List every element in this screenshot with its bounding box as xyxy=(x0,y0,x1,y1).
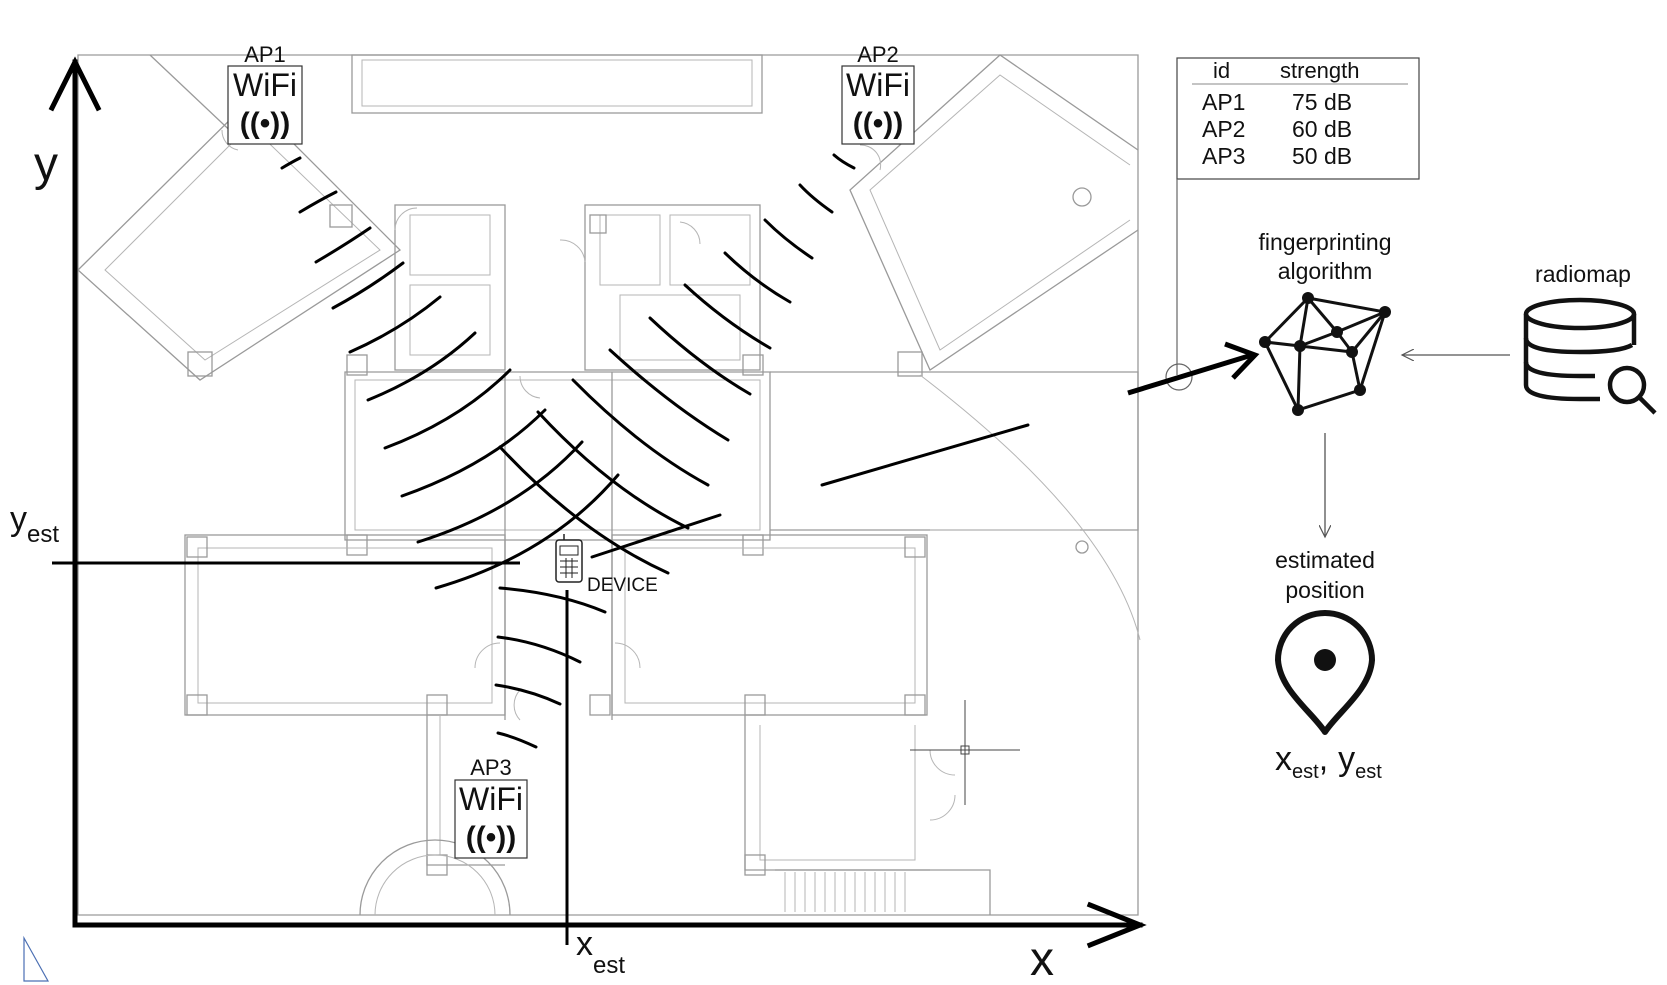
device: DEVICE xyxy=(555,534,658,596)
wifi-badge xyxy=(227,65,303,145)
y-axis-arrowhead xyxy=(48,56,102,112)
ap2-wave xyxy=(498,445,670,575)
access-point-ap2: AP2 WiFi ((•)) xyxy=(841,42,915,145)
ap1-wave xyxy=(298,190,338,214)
wifi-signal-icon: ((•)) xyxy=(853,107,903,140)
table-cell-id: AP1 xyxy=(1202,89,1245,115)
ap3-wave xyxy=(498,586,607,614)
x-axis-label: x xyxy=(1030,933,1054,985)
floor-plan xyxy=(23,54,1141,982)
ap1-wave xyxy=(314,226,372,264)
ap1-wave xyxy=(280,156,302,170)
ap-id-label: AP2 xyxy=(857,42,899,67)
ap-id-label: AP1 xyxy=(244,42,286,67)
ap2-wave xyxy=(536,410,690,530)
table-cell-strength: 50 dB xyxy=(1292,143,1352,169)
table-cell-id: AP2 xyxy=(1202,116,1245,142)
wifi-badge xyxy=(454,779,528,859)
ap1-wave xyxy=(331,261,405,310)
ap1-wave xyxy=(383,368,512,450)
input-arrowhead xyxy=(1224,341,1260,380)
ap2-wave xyxy=(571,378,710,487)
x-estimate-label: xest xyxy=(576,925,625,979)
radiomap: radiomap xyxy=(1523,261,1657,415)
ap1-wave xyxy=(348,295,442,354)
ap1-wave xyxy=(416,440,584,544)
ap2-wave xyxy=(798,183,834,214)
signal-leader-line xyxy=(820,423,1030,487)
network-graph-icon xyxy=(1263,296,1387,412)
ap1-wave xyxy=(400,408,547,498)
table-header-id: id xyxy=(1213,58,1230,83)
ap3-wave xyxy=(496,731,538,749)
y-axis-label: y xyxy=(34,138,58,191)
ap2-wave xyxy=(832,153,856,170)
mobile-phone-icon xyxy=(555,534,583,583)
radiomap-label: radiomap xyxy=(1535,261,1631,287)
wifi-badge-text: WiFi xyxy=(459,781,523,817)
ap2-wave xyxy=(608,348,730,442)
ap2-wave xyxy=(648,316,752,396)
wifi-badge-text: WiFi xyxy=(233,67,297,103)
x-axis-arrowhead xyxy=(1086,901,1147,949)
wifi-signal-icon: ((•)) xyxy=(240,107,290,140)
access-point-ap1: AP1 WiFi ((•)) xyxy=(227,42,303,145)
ap-id-label: AP3 xyxy=(470,755,512,780)
wifi-badge xyxy=(841,65,915,145)
wifi-badge-text: WiFi xyxy=(846,67,910,103)
signal-strength-table: id strength AP1 75 dB AP2 60 dB AP3 50 d… xyxy=(1165,57,1420,391)
database-search-icon xyxy=(1523,297,1657,415)
coordinate-axes: y x xyxy=(34,56,1147,985)
algorithm-label-line2: algorithm xyxy=(1278,258,1373,284)
wifi-signal-icon: ((•)) xyxy=(466,821,516,854)
map-pin-icon xyxy=(1275,610,1375,735)
ap2-wave xyxy=(763,218,814,260)
table-header-strength: strength xyxy=(1280,58,1360,83)
signal-leader-line xyxy=(590,513,722,559)
fingerprinting-algorithm: fingerprinting algorithm xyxy=(1259,229,1392,416)
ap2-wave xyxy=(683,283,772,350)
result-label-line2: position xyxy=(1285,577,1364,603)
result-label-line1: estimated xyxy=(1275,547,1375,573)
ap3-wave xyxy=(494,683,562,706)
ap3-wave xyxy=(496,635,582,664)
signal-waves xyxy=(280,153,1030,749)
ap1-wave xyxy=(434,473,620,590)
estimated-position: estimated position xest,yest xyxy=(1275,547,1382,783)
input-arrow xyxy=(1127,352,1253,396)
ap2-wave xyxy=(723,251,792,304)
device-label: DEVICE xyxy=(587,575,658,596)
table-cell-strength: 60 dB xyxy=(1292,116,1352,142)
table-cell-strength: 75 dB xyxy=(1292,89,1352,115)
access-point-ap3: AP3 WiFi ((•)) xyxy=(454,755,528,859)
ap1-wave xyxy=(366,331,477,402)
y-estimate-label: yest xyxy=(10,500,59,548)
algorithm-label-line1: fingerprinting xyxy=(1259,229,1392,255)
result-coordinates: xest,yest xyxy=(1275,740,1382,783)
table-cell-id: AP3 xyxy=(1202,143,1245,169)
